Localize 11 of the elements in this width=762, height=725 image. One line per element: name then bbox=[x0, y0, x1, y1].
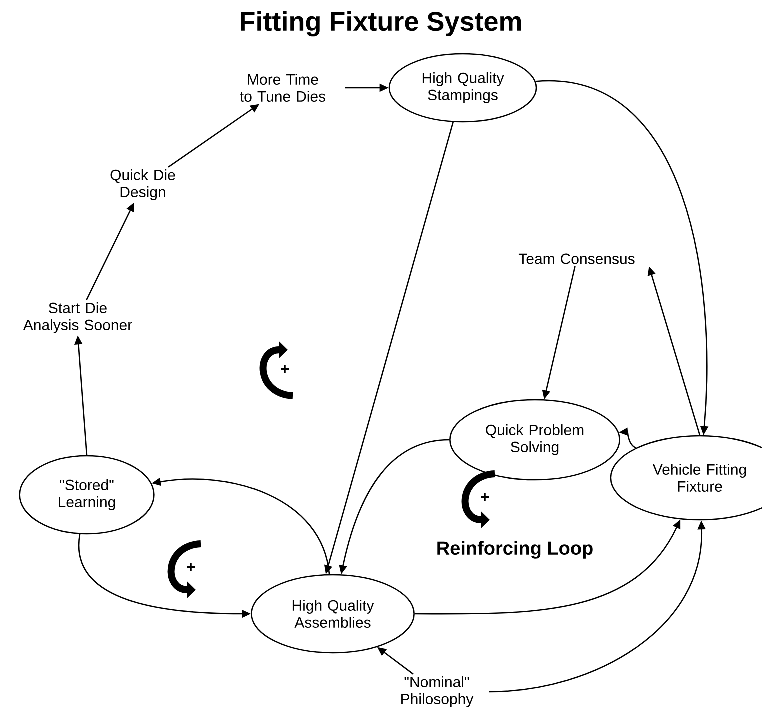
ellipse-node: Quick Problem Solving bbox=[450, 399, 621, 481]
ellipse-node: High Quality Assemblies bbox=[251, 574, 415, 654]
ellipse-node: "Stored" Learning bbox=[19, 455, 155, 535]
loop-label: Reinforcing Loop bbox=[438, 541, 593, 559]
title: Fitting Fixture System bbox=[241, 11, 522, 37]
node-text: Quick Die Design bbox=[110, 170, 176, 200]
node-text: Start Die Analysis Sooner bbox=[23, 302, 132, 334]
node-text: "Nominal" Philosophy bbox=[402, 676, 474, 708]
node-text: Team Consensus bbox=[518, 254, 635, 264]
node-text: More Time to Tune Dies bbox=[240, 74, 326, 102]
ellipse-node: High Quality Stampings bbox=[388, 53, 538, 123]
